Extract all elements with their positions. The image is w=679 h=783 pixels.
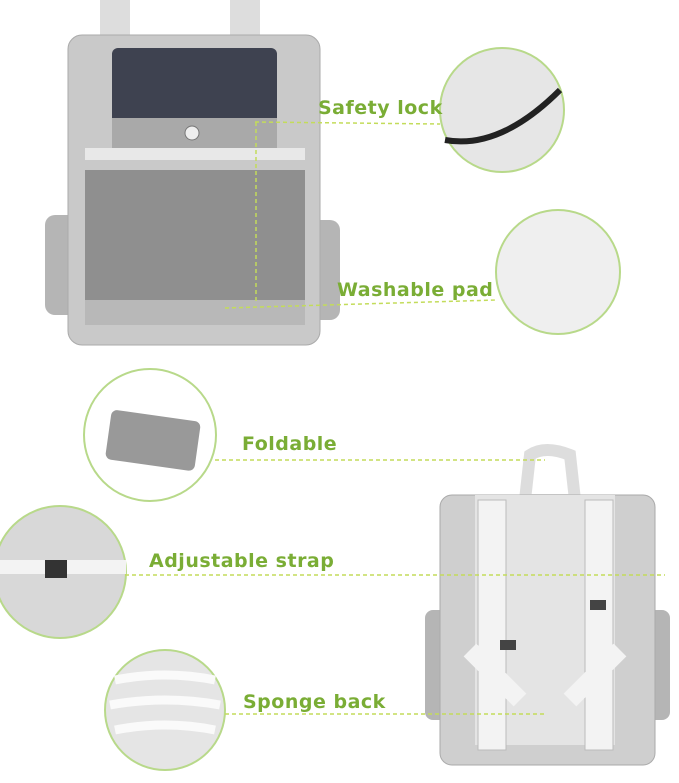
label-adjustable-strap: Adjustable strap (149, 550, 335, 572)
front-backpack (45, 0, 340, 346)
back-backpack (425, 444, 670, 766)
label-washable-pad: Washable pad (337, 279, 494, 301)
label-sponge-back: Sponge back (243, 691, 386, 713)
label-foldable: Foldable (242, 433, 338, 455)
label-safety-lock: Safety lock (318, 97, 443, 119)
detail-circles (0, 47, 621, 771)
leader-lines (125, 121, 665, 715)
